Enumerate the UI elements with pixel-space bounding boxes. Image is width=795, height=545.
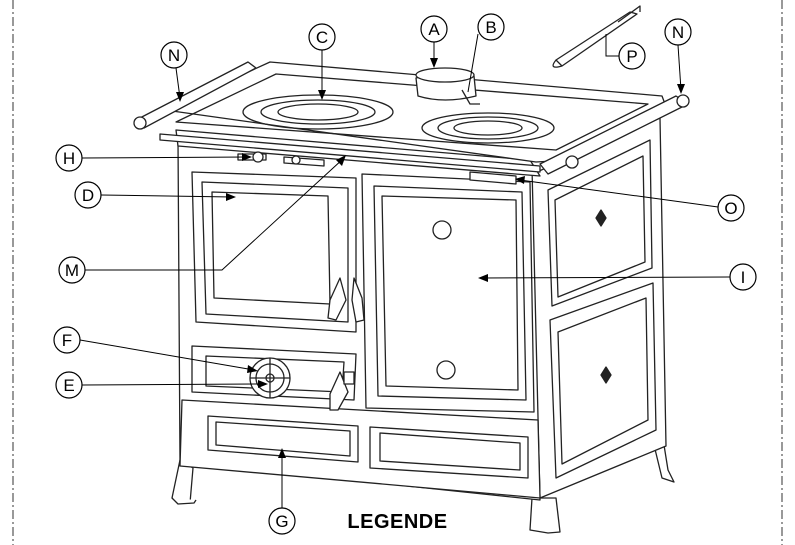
callout-n-right: N — [664, 18, 692, 94]
callout-g: G — [268, 448, 296, 535]
air-regulator — [249, 357, 291, 399]
callout-i: I — [478, 263, 757, 291]
callout-e: E — [55, 371, 268, 399]
towel-rails — [133, 61, 690, 175]
callout-b: B — [467, 13, 505, 93]
callout-d: D — [74, 181, 236, 209]
stove-body — [133, 5, 690, 534]
callout-h: H — [55, 144, 252, 172]
svg-text:M: M — [65, 261, 79, 280]
svg-text:E: E — [63, 376, 74, 395]
callout-m: M — [58, 155, 346, 284]
legend-title: LEGENDE — [347, 511, 448, 533]
svg-text:G: G — [275, 512, 288, 531]
callout-p: P — [605, 34, 646, 70]
door-handles — [327, 277, 365, 411]
svg-text:O: O — [724, 199, 737, 218]
poker-tool — [552, 11, 638, 68]
callout-f: F — [53, 326, 258, 373]
fire-door — [191, 171, 357, 333]
svg-text:H: H — [63, 149, 75, 168]
svg-text:B: B — [485, 18, 496, 37]
dashed-border — [12, 0, 783, 545]
svg-text:A: A — [428, 20, 440, 39]
hotplates — [242, 94, 555, 144]
stove-legs — [171, 444, 675, 534]
callout-a: A — [420, 15, 448, 68]
svg-text:C: C — [316, 28, 328, 47]
svg-text:P: P — [626, 47, 637, 66]
svg-text:I: I — [741, 268, 746, 287]
callout-n-left: N — [160, 41, 188, 102]
svg-text:D: D — [82, 186, 94, 205]
callout-c: C — [308, 23, 336, 100]
svg-text:F: F — [62, 331, 72, 350]
svg-text:N: N — [168, 46, 180, 65]
svg-text:N: N — [672, 23, 684, 42]
callout-o: O — [515, 176, 745, 222]
